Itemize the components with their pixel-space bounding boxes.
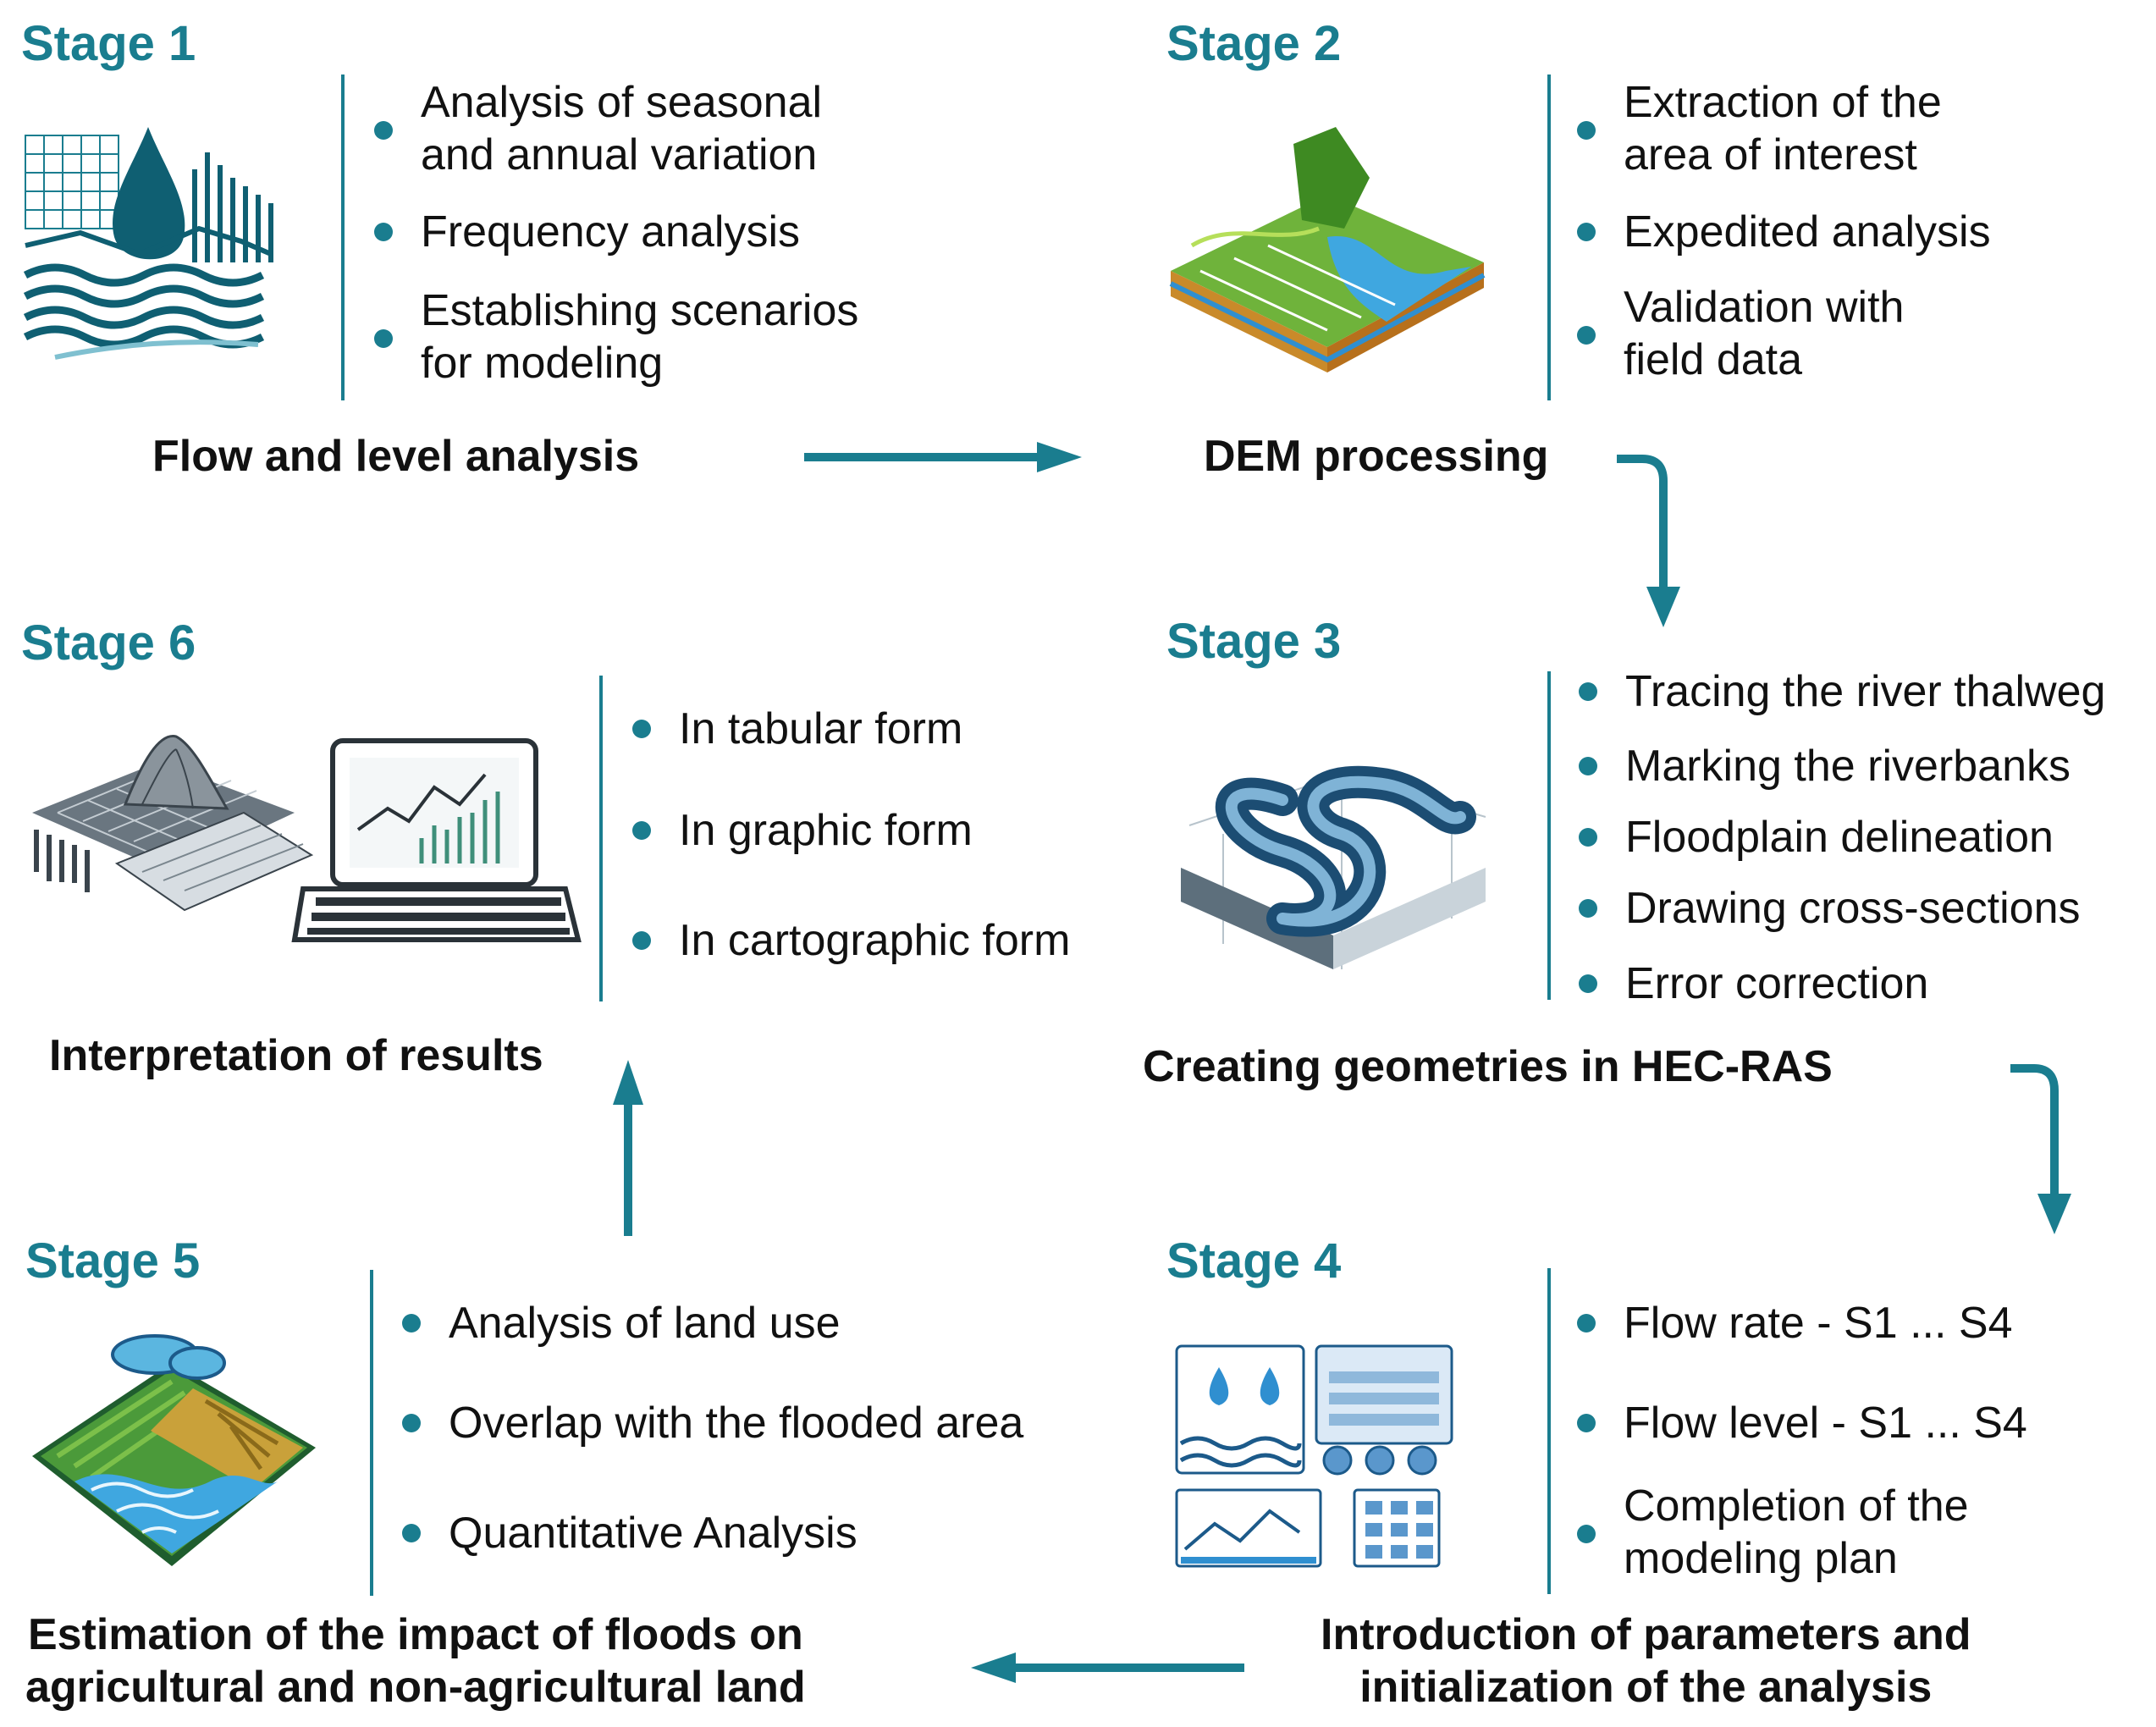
stage-4-name-line-1: Introduction of parameters and: [1321, 1610, 1971, 1659]
bullet-dot-icon: [1579, 682, 1597, 701]
stage-2-divider: [1547, 74, 1551, 400]
bullet-dot-icon: [1577, 223, 1596, 241]
stage-4-title: Stage 4: [1166, 1233, 1342, 1288]
list-item: Flow level - S1 ... S4: [1577, 1397, 2027, 1449]
list-item: Marking the riverbanks: [1579, 740, 2071, 792]
stage-5-divider: [370, 1270, 373, 1596]
bullet-dot-icon: [1579, 757, 1597, 775]
list-item: Error correction: [1579, 957, 1928, 1010]
parameters-dashboard-icon: [1172, 1342, 1464, 1575]
list-item: Tracing the river thalweg: [1579, 665, 2105, 718]
bullet-dot-icon: [374, 329, 393, 348]
stage-4-name: Introduction of parameters and initializ…: [1321, 1608, 1971, 1713]
stage-6-divider: [599, 676, 603, 1001]
bullet-dot-icon: [1579, 899, 1597, 918]
arrow-right-icon: [804, 440, 1084, 474]
list-item: In tabular form: [632, 703, 962, 755]
list-item: Overlap with the flooded area: [402, 1397, 1023, 1449]
list-item: Completion of the modeling plan: [1577, 1480, 1969, 1585]
arrow-down-icon: [2010, 1058, 2078, 1236]
bullet-dot-icon: [1577, 121, 1596, 140]
stage-1-title: Stage 1: [21, 16, 196, 71]
list-item: Floodplain delineation: [1579, 811, 2054, 864]
bullet-dot-icon: [402, 1414, 421, 1432]
stage-5-name-line-2: agricultural and non-agricultural land: [25, 1663, 806, 1712]
list-item: Extraction of the area of interest: [1577, 76, 1942, 181]
list-item: Drawing cross-sections: [1579, 882, 2081, 935]
stage-4-name-line-2: initialization of the analysis: [1359, 1663, 1933, 1712]
stage-1-name: Flow and level analysis: [152, 432, 640, 481]
arrow-left-icon: [969, 1651, 1244, 1685]
list-item: Expedited analysis: [1577, 206, 1991, 258]
stage-3-divider: [1547, 671, 1551, 1000]
list-item: Establishing scenarios for modeling: [374, 284, 858, 389]
arrow-up-icon: [611, 1058, 645, 1236]
bullet-dot-icon: [1579, 974, 1597, 993]
bullet-dot-icon: [1577, 326, 1596, 345]
bullet-dot-icon: [632, 931, 651, 950]
stage-4-divider: [1547, 1268, 1551, 1594]
stage-1-divider: [341, 74, 345, 400]
stage-5-name-line-1: Estimation of the impact of floods on: [27, 1610, 803, 1659]
stage-2-title: Stage 2: [1166, 16, 1342, 71]
arrow-down-icon: [1617, 447, 1685, 629]
terrain-model-icon: [1166, 119, 1488, 381]
stage-3-title: Stage 3: [1166, 614, 1342, 669]
bullet-dot-icon: [402, 1314, 421, 1332]
stage-6-title: Stage 6: [21, 615, 196, 670]
stage-2-name: DEM processing: [1204, 432, 1549, 481]
list-item: Flow rate - S1 ... S4: [1577, 1297, 2013, 1349]
stage-5-title: Stage 5: [25, 1233, 201, 1288]
list-item: Analysis of seasonal and annual variatio…: [374, 76, 822, 181]
bullet-dot-icon: [374, 223, 393, 241]
bullet-dot-icon: [1579, 828, 1597, 847]
bullet-dot-icon: [632, 720, 651, 738]
bullet-dot-icon: [1577, 1525, 1596, 1543]
list-item: Validation with field data: [1577, 281, 1904, 386]
list-item: Frequency analysis: [374, 206, 800, 258]
stage-6-name: Interpretation of results: [49, 1031, 543, 1080]
stage-5-name: Estimation of the impact of floods on ag…: [25, 1608, 806, 1713]
stage-3-name: Creating geometries in HEC-RAS: [1143, 1042, 1833, 1091]
list-item: Analysis of land use: [402, 1297, 841, 1349]
river-geometry-icon: [1172, 724, 1494, 978]
results-laptop-icon: [24, 728, 587, 965]
bullet-dot-icon: [374, 121, 393, 140]
bullet-dot-icon: [1577, 1414, 1596, 1432]
hydrology-chart-icon: [21, 119, 275, 364]
list-item: In cartographic form: [632, 914, 1070, 967]
list-item: Quantitative Analysis: [402, 1507, 857, 1559]
bullet-dot-icon: [632, 821, 651, 840]
list-item: In graphic form: [632, 804, 973, 857]
flooded-fields-icon: [24, 1329, 324, 1575]
bullet-dot-icon: [402, 1524, 421, 1542]
bullet-dot-icon: [1577, 1314, 1596, 1332]
